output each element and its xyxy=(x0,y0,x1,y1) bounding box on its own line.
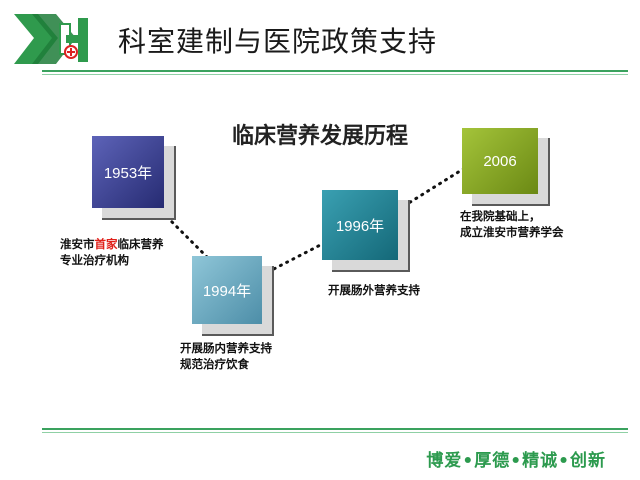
connector-1953-1994 xyxy=(160,210,220,270)
highlight-text: 首家 xyxy=(94,237,118,251)
milestone-year: 2006 xyxy=(462,128,538,194)
milestone-1994: 1994年 xyxy=(192,256,274,336)
connector-1994-1996 xyxy=(266,238,332,274)
milestone-1996: 1996年 xyxy=(322,190,410,272)
footer-divider-thin xyxy=(42,432,628,433)
title-divider xyxy=(42,70,628,72)
caption-line: 在我院基础上， xyxy=(460,209,541,223)
caption-line: 专业治疗机构 xyxy=(60,253,129,267)
caption-line: 淮安市首家临床营养 xyxy=(60,237,164,251)
caption-1994: 开展肠内营养支持 规范治疗饮食 xyxy=(180,340,272,372)
footer-divider xyxy=(42,428,628,430)
slide-title: 科室建制与医院政策支持 xyxy=(118,25,438,58)
caption-line: 开展肠外营养支持 xyxy=(328,283,420,297)
caption-1953: 淮安市首家临床营养 专业治疗机构 xyxy=(60,236,164,268)
caption-line: 规范治疗饮食 xyxy=(180,357,249,371)
milestone-year: 1996年 xyxy=(322,190,398,260)
connector-1996-2006 xyxy=(402,164,470,208)
caption-2006: 在我院基础上， 成立淮安市营养学会 xyxy=(460,208,564,240)
milestone-year: 1994年 xyxy=(192,256,262,324)
title-divider-thin xyxy=(42,74,628,75)
timeline-heading: 临床营养发展历程 xyxy=(231,124,408,149)
caption-line: 成立淮安市营养学会 xyxy=(460,225,564,239)
hospital-motto: 博爱•厚德•精诚•创新 xyxy=(426,451,606,471)
milestone-2006: 2006 xyxy=(462,128,550,206)
caption-1996: 开展肠外营养支持 xyxy=(328,282,420,298)
hospital-logo xyxy=(14,14,88,64)
caption-line: 开展肠内营养支持 xyxy=(180,341,272,355)
milestone-year: 1953年 xyxy=(92,136,164,208)
milestone-1953: 1953年 xyxy=(92,136,176,220)
